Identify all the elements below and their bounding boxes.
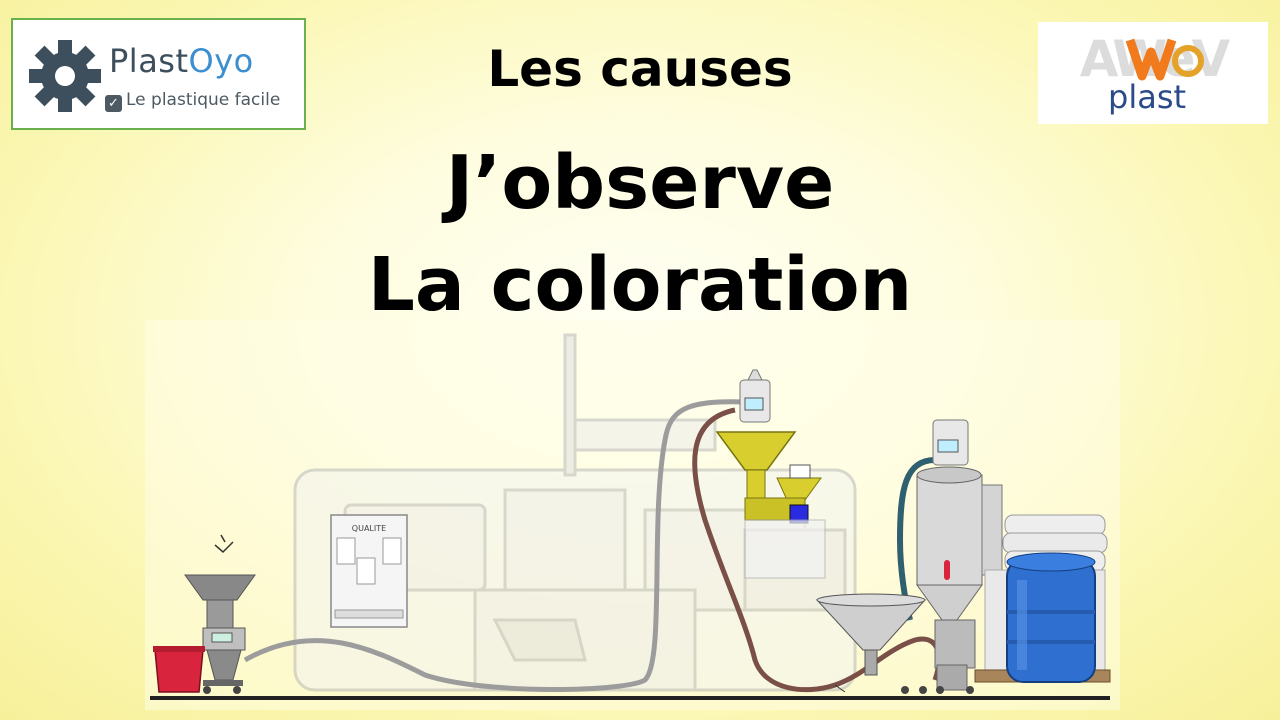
floor-line (150, 696, 1110, 700)
red-bin (153, 646, 205, 693)
brand-tagline: ✓Le plastique facile (105, 90, 280, 112)
gear-icon (29, 40, 101, 112)
injection-press (293, 333, 857, 692)
heading-line-2: La coloration (367, 242, 913, 328)
injection-line-illustration: QUALITE (145, 320, 1120, 710)
quality-label: QUALITE (352, 524, 386, 533)
grey-hose (243, 399, 746, 692)
grinder (184, 534, 256, 694)
colorant-doser (715, 369, 826, 579)
awev-plast-logo: AWeV plast (1038, 22, 1268, 124)
funnel-hopper (815, 593, 927, 694)
blue-drum (1006, 552, 1096, 683)
brand-name: PlastOyo (109, 42, 254, 80)
dryer (916, 419, 1003, 694)
plastoyo-logo: PlastOyo ✓Le plastique facile (11, 18, 306, 130)
awev-letters-logo: AWeV (1080, 30, 1235, 86)
quality-cabinet: QUALITE (330, 514, 408, 628)
brand-word: plast (1108, 78, 1187, 116)
check-icon: ✓ (105, 95, 122, 112)
section-title: Les causes (487, 40, 793, 98)
heading-line-1: J’observe (445, 140, 835, 226)
brown-pipe (692, 407, 942, 693)
